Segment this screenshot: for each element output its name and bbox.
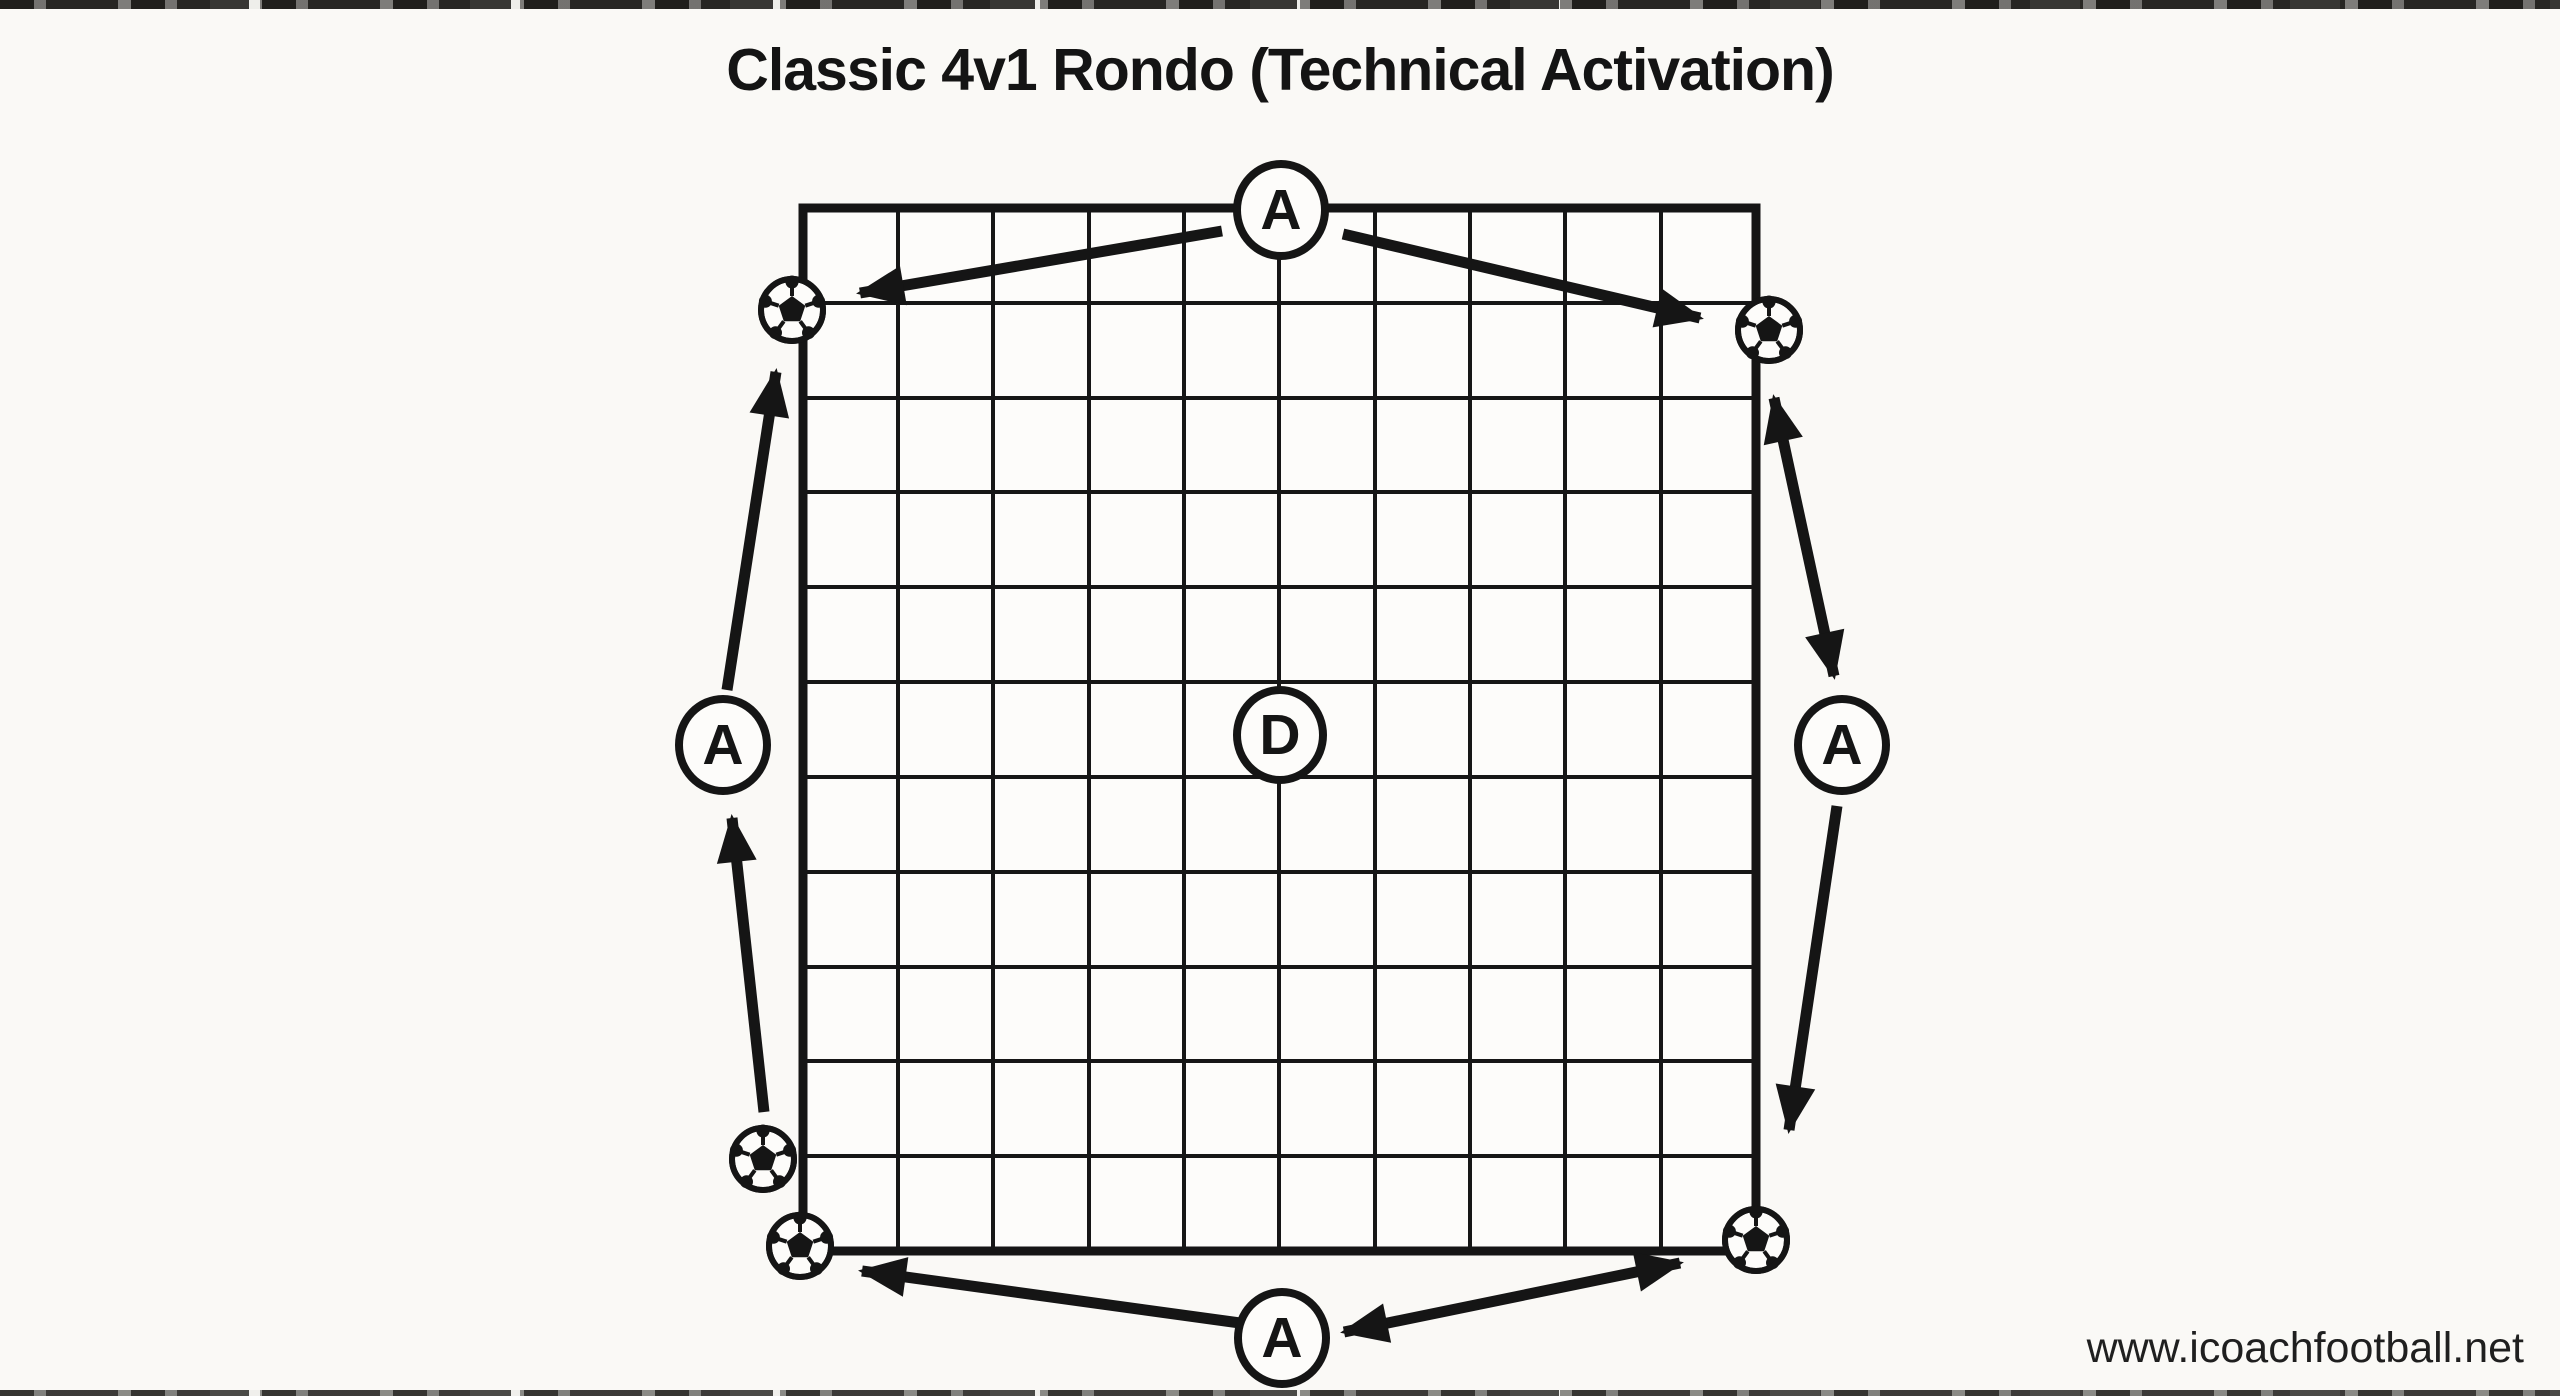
page-title: Classic 4v1 Rondo (Technical Activation)	[726, 37, 1835, 103]
player-label: A	[702, 712, 744, 777]
grid-horizontal-lines	[807, 301, 1752, 1158]
watermark-text: www.icoachfootball.net	[2086, 1324, 2524, 1372]
player-marker-bottom-attacker: A	[1234, 1288, 1330, 1388]
player-marker-left-attacker: A	[675, 695, 771, 795]
arrow-bottom-a-to-left-ball	[858, 1257, 1241, 1329]
arrow-top-a-to-right-ball	[1341, 228, 1704, 328]
arrow-top-a-to-left-ball	[856, 225, 1223, 306]
arrow-bottom-a-right-double	[1340, 1252, 1684, 1343]
bottom-edge-artifact	[0, 1390, 2560, 1396]
soccer-ball-icon-bottom-right	[1723, 1206, 1789, 1272]
arrow-left-a-up	[721, 368, 790, 691]
soccer-ball-icon-top-left	[759, 276, 825, 342]
player-marker-right-attacker: A	[1794, 695, 1890, 795]
player-marker-top-attacker: A	[1233, 160, 1329, 260]
player-label: A	[1261, 1305, 1303, 1370]
soccer-ball-icon-left-lower	[730, 1125, 796, 1191]
arrow-right-a-down	[1775, 805, 1843, 1134]
player-label: D	[1259, 702, 1301, 767]
soccer-ball-icon-bottom-left	[767, 1212, 833, 1278]
top-edge-artifact	[0, 0, 2560, 9]
player-label: A	[1260, 177, 1302, 242]
arrows-layer	[716, 225, 1845, 1343]
player-marker-center-defender: D	[1233, 686, 1327, 784]
soccer-ball-icon-top-right	[1736, 296, 1802, 362]
arrow-right-ball-a-double	[1763, 394, 1845, 680]
player-label: A	[1821, 712, 1863, 777]
arrow-left-ball-to-a	[716, 814, 770, 1113]
